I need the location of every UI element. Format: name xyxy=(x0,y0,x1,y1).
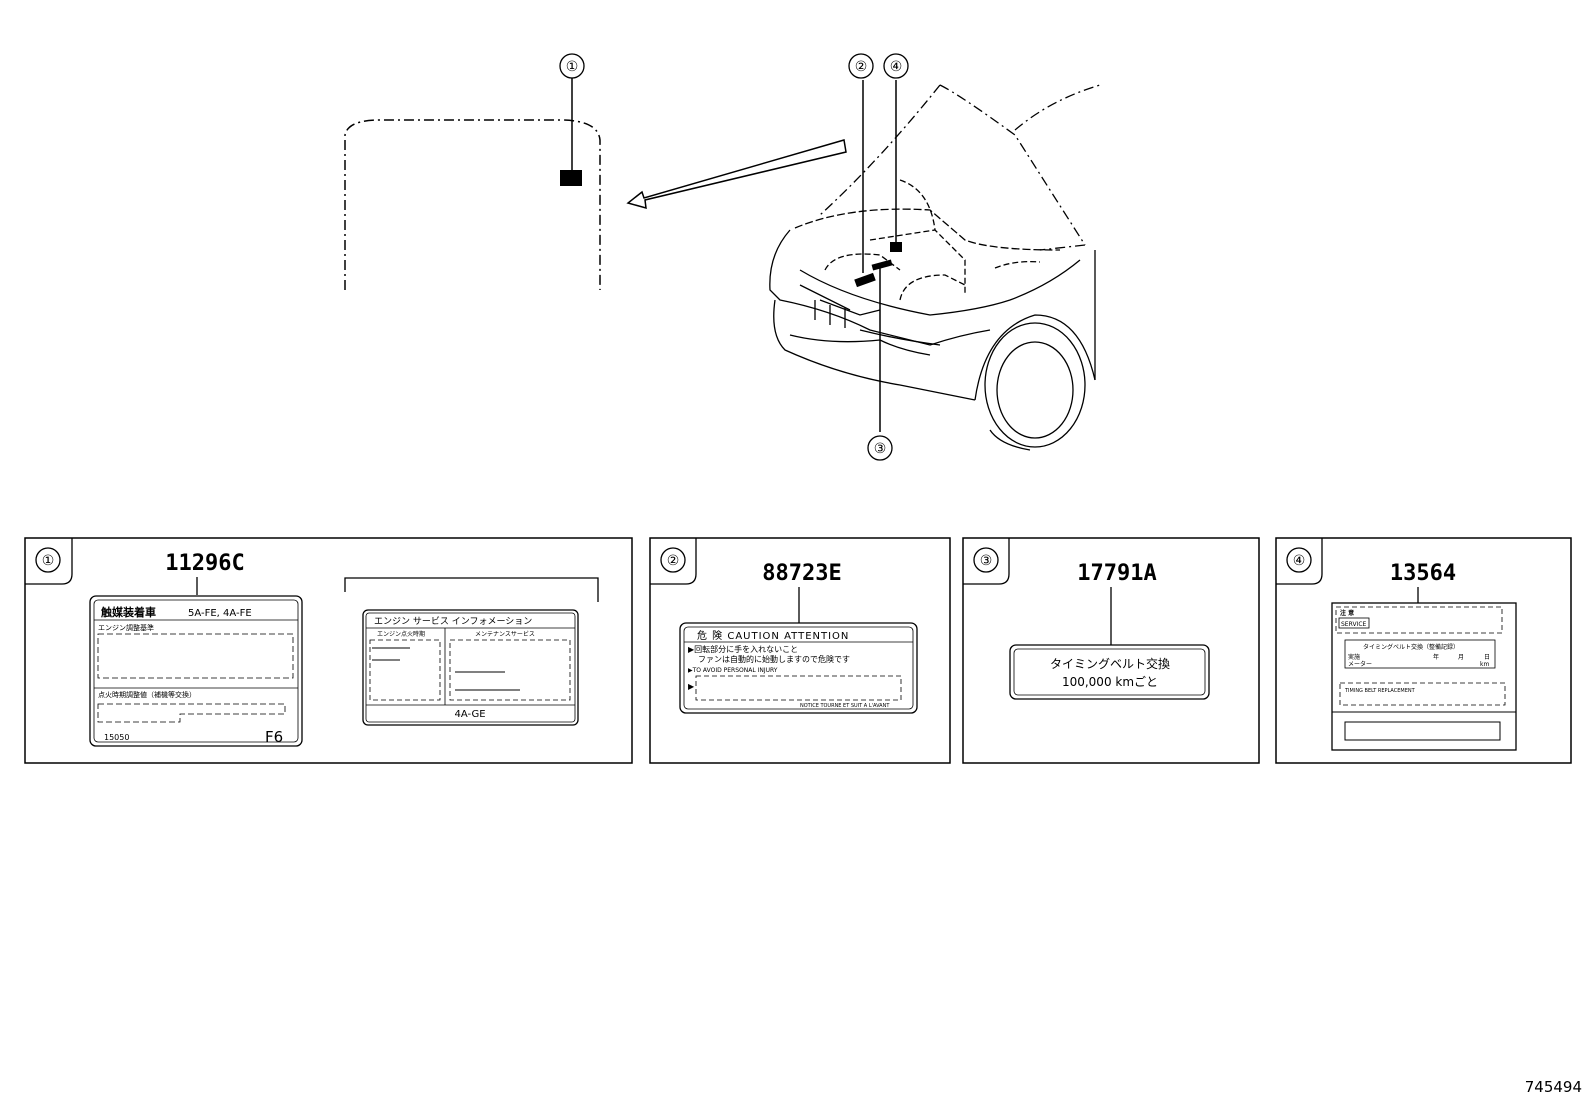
svg-text:④: ④ xyxy=(890,59,903,75)
hood-underside-outline xyxy=(344,119,601,290)
svg-text:日: 日 xyxy=(1484,654,1490,661)
svg-text:▶回転部分に手を入れないこと: ▶回転部分に手を入れないこと xyxy=(688,644,798,654)
panel-4-number: ④ xyxy=(1286,547,1312,573)
svg-text:①: ① xyxy=(566,59,579,75)
part-number-11296C: 11296C xyxy=(165,551,244,576)
svg-text:4A-GE: 4A-GE xyxy=(454,709,485,720)
svg-text:メンテナンスサービス: メンテナンスサービス xyxy=(475,630,535,638)
part-number-13564: 13564 xyxy=(1390,561,1456,586)
callout-4: ④ xyxy=(883,53,909,79)
label-17791A: タイミングベルト交換 100,000 kmごと xyxy=(1009,644,1210,700)
panel-3: ③ 17791A タイミングベルト交換 100,000 kmごと xyxy=(962,537,1260,764)
callout-1: ① xyxy=(559,53,585,79)
svg-text:④: ④ xyxy=(1293,553,1306,569)
svg-text:100,000 kmごと: 100,000 kmごと xyxy=(1062,674,1158,689)
svg-text:F6: F6 xyxy=(265,728,283,746)
label-2-location xyxy=(854,272,876,288)
svg-text:SERVICE: SERVICE xyxy=(1341,621,1367,628)
svg-text:ファンは自動的に始動しますので危険です: ファンは自動的に始動しますので危険です xyxy=(698,654,850,664)
svg-text:▶: ▶ xyxy=(688,682,695,691)
svg-text:注 意: 注 意 xyxy=(1340,609,1354,617)
label-11296C-b: エンジン サービス インフォメーション エンジン点火時期 メンテナンスサービス … xyxy=(362,609,579,726)
panel-3-number: ③ xyxy=(973,547,999,573)
part-number-88723E: 88723E xyxy=(762,561,841,586)
label-88723E: 危 険 CAUTION ATTENTION ▶回転部分に手を入れないこと ファン… xyxy=(679,622,918,714)
panel-2: ② 88723E 危 険 CAUTION ATTENTION ▶回転部分に手を入… xyxy=(649,537,951,764)
svg-text:5A-FE, 4A-FE: 5A-FE, 4A-FE xyxy=(188,608,252,619)
svg-text:NOTICE TOURNE ET SUIT A L'AVAN: NOTICE TOURNE ET SUIT A L'AVANT xyxy=(800,703,890,709)
callout-2: ② xyxy=(848,53,874,79)
panel-2-number: ② xyxy=(660,547,686,573)
svg-text:TIMING BELT REPLACEMENT: TIMING BELT REPLACEMENT xyxy=(1344,688,1416,694)
svg-text:エンジン点火時期: エンジン点火時期 xyxy=(377,630,425,638)
svg-text:タイミングベルト交換: タイミングベルト交換 xyxy=(1050,656,1170,671)
callout-3: ③ xyxy=(867,435,893,461)
svg-text:月: 月 xyxy=(1458,654,1464,661)
svg-text:危 険 CAUTION ATTENTION: 危 険 CAUTION ATTENTION xyxy=(697,630,849,642)
svg-text:タイミングベルト交換（整備記録）: タイミングベルト交換（整備記録） xyxy=(1363,643,1459,651)
panel-1: ① 11296C 触媒装着車 5A-FE, 4A-FE エンジン調整基準 点火時… xyxy=(24,537,633,764)
panel-1-number: ① xyxy=(35,547,61,573)
svg-text:③: ③ xyxy=(980,553,993,569)
svg-text:km: km xyxy=(1480,661,1489,668)
svg-text:触媒装着車: 触媒装着車 xyxy=(100,605,156,619)
label-3-location xyxy=(871,259,893,271)
direction-arrow xyxy=(626,139,847,210)
svg-text:年: 年 xyxy=(1433,653,1439,661)
svg-text:②: ② xyxy=(667,553,680,569)
svg-text:実施: 実施 xyxy=(1348,653,1360,661)
part-number-17791A: 17791A xyxy=(1077,561,1156,586)
svg-text:エンジン サービス インフォメーション: エンジン サービス インフォメーション xyxy=(374,616,532,627)
car-illustration xyxy=(769,84,1101,451)
svg-text:①: ① xyxy=(42,553,55,569)
figure-number: 745494 xyxy=(1525,1078,1582,1096)
svg-text:エンジン調整基準: エンジン調整基準 xyxy=(98,623,154,632)
panel-4: ④ 13564 注 意 SERVICE タイミングベルト交換（整備記録） 実施 … xyxy=(1275,537,1572,764)
svg-text:15050: 15050 xyxy=(104,733,129,742)
svg-text:②: ② xyxy=(855,59,868,75)
label-1-location xyxy=(560,170,582,186)
label-11296C-a: 触媒装着車 5A-FE, 4A-FE エンジン調整基準 点火時期調整値（補機等交… xyxy=(89,595,303,747)
svg-text:▶TO AVOID PERSONAL INJURY: ▶TO AVOID PERSONAL INJURY xyxy=(688,667,778,674)
svg-text:③: ③ xyxy=(874,441,887,457)
svg-text:メーター: メーター xyxy=(1348,660,1372,668)
svg-text:点火時期調整値（補機等交換）: 点火時期調整値（補機等交換） xyxy=(98,690,196,699)
label-13564: 注 意 SERVICE タイミングベルト交換（整備記録） 実施 年 月 日 メー… xyxy=(1331,602,1517,751)
label-4-location xyxy=(890,242,902,252)
